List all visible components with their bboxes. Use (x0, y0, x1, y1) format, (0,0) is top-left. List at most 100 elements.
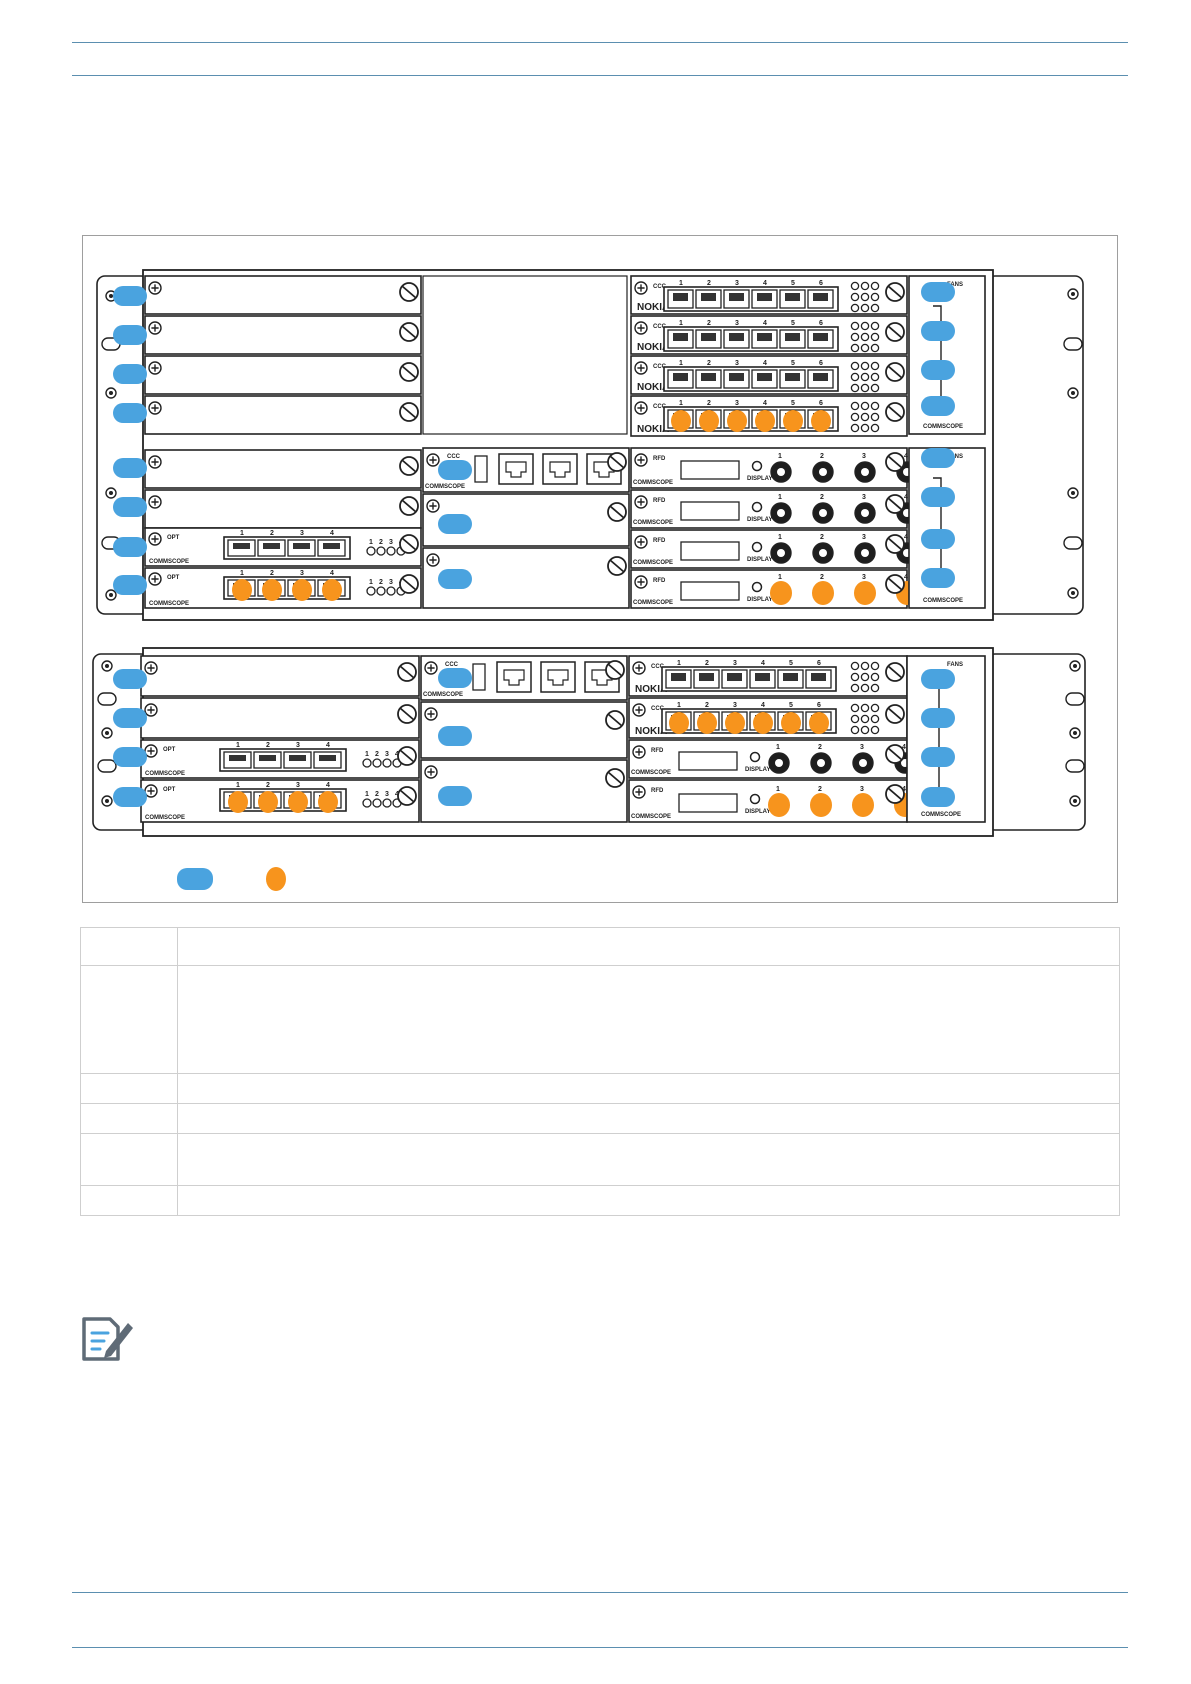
led-indicator-icon (850, 321, 860, 331)
slot-marker-icon (921, 282, 955, 302)
port-number-label: 5 (791, 320, 795, 327)
port-number-label: 5 (791, 400, 795, 407)
screw-cross-icon (151, 364, 159, 372)
led-indicator-icon (850, 661, 860, 671)
mount-slot-icon (97, 692, 117, 706)
port-number-label: 3 (300, 570, 304, 577)
sfp-port-inner (785, 373, 800, 381)
card-type-label: CCC (447, 454, 461, 460)
card-type-label: OPT (163, 747, 176, 753)
sfp-port-inner (811, 673, 826, 681)
port-number-label: 3 (296, 742, 300, 749)
card-type-label: CCC (651, 664, 665, 670)
port-number-label: 1 (778, 453, 782, 460)
port-marker-icon (727, 410, 747, 432)
sfp-port-inner (263, 543, 280, 549)
port-number-label: 4 (395, 791, 399, 798)
coax-port-center-icon (819, 509, 827, 517)
brand-label: COMMSCOPE (145, 815, 185, 821)
screw-cross-icon (427, 768, 435, 776)
card-type-label: CCC (445, 662, 459, 668)
led-indicator-icon (870, 703, 880, 713)
led-indicator-icon (362, 758, 372, 768)
sfp-port-inner (671, 673, 686, 681)
screw-cross-icon (637, 538, 645, 546)
slot-marker-icon (438, 726, 472, 746)
screw-cross-icon (635, 706, 643, 714)
thumbscrew-slot-icon (887, 455, 903, 469)
slot-marker-icon (438, 569, 472, 589)
port-marker-icon (671, 410, 691, 432)
screw-cross-icon (151, 284, 159, 292)
sfp-port-inner (729, 333, 744, 341)
display-button-icon (751, 541, 763, 553)
coax-port-center-icon (777, 468, 785, 476)
screw-cross-icon (637, 324, 645, 332)
thumbscrew-slot-icon (887, 665, 903, 679)
port-number-label: 1 (236, 782, 240, 789)
ethernet-jack-icon (505, 461, 527, 478)
sfp-port-inner (813, 373, 828, 381)
brand-label: COMMSCOPE (631, 814, 671, 820)
port-number-label: 4 (761, 702, 765, 709)
port-number-label: 3 (862, 574, 866, 581)
brand-label: COMMSCOPE (633, 560, 673, 566)
slot-marker-icon (921, 487, 955, 507)
led-indicator-icon (860, 321, 870, 331)
blank-card (144, 275, 422, 315)
mount-hole-center-icon (1071, 491, 1075, 495)
card-type-label: OPT (163, 787, 176, 793)
slot-marker-icon (113, 286, 147, 306)
table-cell (80, 1133, 178, 1186)
led-indicator-icon (382, 758, 392, 768)
mount-hole-center-icon (109, 294, 113, 298)
led-indicator-icon (870, 281, 880, 291)
port-number-label: 1 (365, 791, 369, 798)
table-cell (177, 965, 1120, 1074)
sfp-port-inner (729, 293, 744, 301)
screw-cross-icon (635, 788, 643, 796)
port-number-label: 3 (860, 744, 864, 751)
port-number-label: 5 (791, 360, 795, 367)
port-number-label: 3 (735, 280, 739, 287)
coax-port-center-icon (777, 549, 785, 557)
sfp-port-inner (701, 293, 716, 301)
coax-port-center-icon (817, 759, 825, 767)
thumbscrew-slot-icon (399, 789, 415, 803)
display-window (680, 581, 740, 601)
port-number-label: 4 (326, 742, 330, 749)
screw-cross-icon (427, 664, 435, 672)
port-number-label: 3 (735, 320, 739, 327)
thumbscrew-slot-icon (401, 459, 417, 473)
slot-marker-icon (438, 514, 472, 534)
screw-cross-icon (151, 458, 159, 466)
port-number-label: 3 (862, 534, 866, 541)
led-indicator-icon (870, 321, 880, 331)
thumbscrew-slot-icon (401, 405, 417, 419)
led-indicator-icon (870, 714, 880, 724)
brand-nokia-label: NOKIA (637, 342, 669, 353)
thumbscrew-slot-icon (887, 787, 903, 801)
port-number-label: 1 (369, 539, 373, 546)
port-number-label: 2 (707, 360, 711, 367)
port-number-label: 4 (395, 751, 399, 758)
coax-port-center-icon (861, 509, 869, 517)
mount-hole-center-icon (1071, 292, 1075, 296)
slot-marker-icon (921, 669, 955, 689)
display-window (678, 793, 738, 813)
port-number-label: 2 (707, 320, 711, 327)
led-indicator-icon (366, 586, 376, 596)
port-marker-icon (266, 867, 286, 891)
sfp-port-inner (673, 293, 688, 301)
port-number-label: 2 (820, 534, 824, 541)
led-indicator-icon (860, 412, 870, 422)
thumbscrew-slot-icon (399, 707, 415, 721)
port-number-label: 2 (820, 574, 824, 581)
led-indicator-icon (850, 281, 860, 291)
slot-marker-icon (921, 360, 955, 380)
slot-marker-icon (921, 448, 955, 468)
table-cell (80, 927, 178, 966)
thumbscrew-slot-icon (887, 707, 903, 721)
display-label: DISPLAY (745, 809, 770, 815)
mount-slot-icon (1065, 759, 1085, 773)
